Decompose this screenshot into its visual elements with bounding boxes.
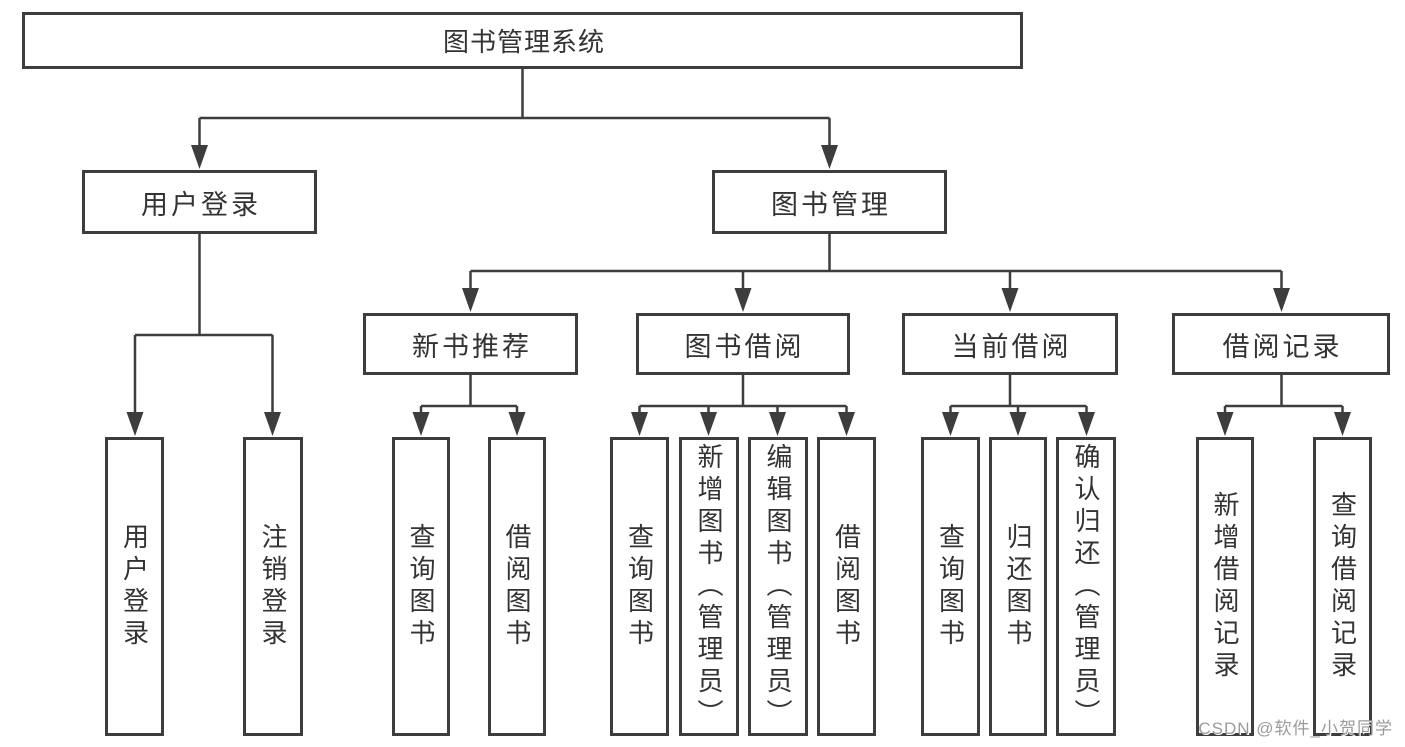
node-current-borrowing: 当前借阅 bbox=[902, 313, 1118, 375]
node-label: 当前借阅 bbox=[951, 331, 1072, 362]
leaf-return-books: 归还图书 bbox=[989, 437, 1047, 736]
leaf-label: 查询图书 bbox=[406, 522, 436, 651]
leaf-label: 编辑图书（管理员） bbox=[763, 442, 793, 731]
leaf-edit-books-admin: 编辑图书（管理员） bbox=[748, 437, 808, 736]
node-book-borrowing: 图书借阅 bbox=[636, 313, 850, 375]
leaf-query-books-recommend: 查询图书 bbox=[392, 437, 450, 736]
leaf-add-borrow-record: 新增借阅记录 bbox=[1196, 437, 1254, 736]
tree-edges bbox=[133, 68, 1344, 414]
leaf-confirm-return-admin: 确认归还（管理员） bbox=[1056, 437, 1116, 736]
node-label: 新书推荐 bbox=[412, 331, 532, 362]
leaf-query-borrow-record: 查询借阅记录 bbox=[1313, 437, 1372, 736]
leaf-borrow-books: 借阅图书 bbox=[817, 437, 876, 736]
node-borrowing-records: 借阅记录 bbox=[1172, 313, 1390, 375]
node-library-system: 图书管理系统 bbox=[22, 12, 1023, 69]
node-label: 图书借阅 bbox=[684, 331, 805, 362]
leaf-label: 用户登录 bbox=[119, 522, 150, 651]
node-book-management: 图书管理 bbox=[712, 170, 947, 234]
leaf-label: 查询图书 bbox=[624, 522, 655, 651]
node-label: 图书管理系统 bbox=[442, 27, 605, 57]
leaf-label: 借阅图书 bbox=[502, 522, 532, 651]
leaf-label: 确认归还（管理员） bbox=[1071, 442, 1101, 731]
leaf-add-books-admin: 新增图书（管理员） bbox=[679, 437, 739, 736]
leaf-label: 归还图书 bbox=[1003, 522, 1033, 651]
csdn-watermark: CSDN @软件_小贺同学 bbox=[1198, 719, 1393, 738]
leaf-user-login: 用户登录 bbox=[105, 437, 164, 736]
node-label: 用户登录 bbox=[141, 189, 261, 220]
node-user-login: 用户登录 bbox=[82, 170, 317, 234]
leaf-logout: 注销登录 bbox=[243, 437, 303, 736]
leaf-label: 查询借阅记录 bbox=[1327, 490, 1358, 683]
leaf-query-books-current: 查询图书 bbox=[921, 437, 980, 736]
leaf-borrow-books-recommend: 借阅图书 bbox=[488, 437, 546, 736]
leaf-label: 查询图书 bbox=[935, 522, 966, 651]
node-label: 图书管理 bbox=[771, 189, 891, 220]
leaf-label: 注销登录 bbox=[258, 522, 288, 651]
arrowheads bbox=[126, 145, 1351, 436]
node-new-book-recommend: 新书推荐 bbox=[363, 313, 578, 375]
leaf-label: 借阅图书 bbox=[831, 522, 862, 651]
leaf-label: 新增借阅记录 bbox=[1210, 490, 1240, 683]
node-label: 借阅记录 bbox=[1222, 331, 1343, 362]
leaf-query-books-borrowing: 查询图书 bbox=[610, 437, 669, 736]
leaf-label: 新增图书（管理员） bbox=[694, 442, 724, 731]
